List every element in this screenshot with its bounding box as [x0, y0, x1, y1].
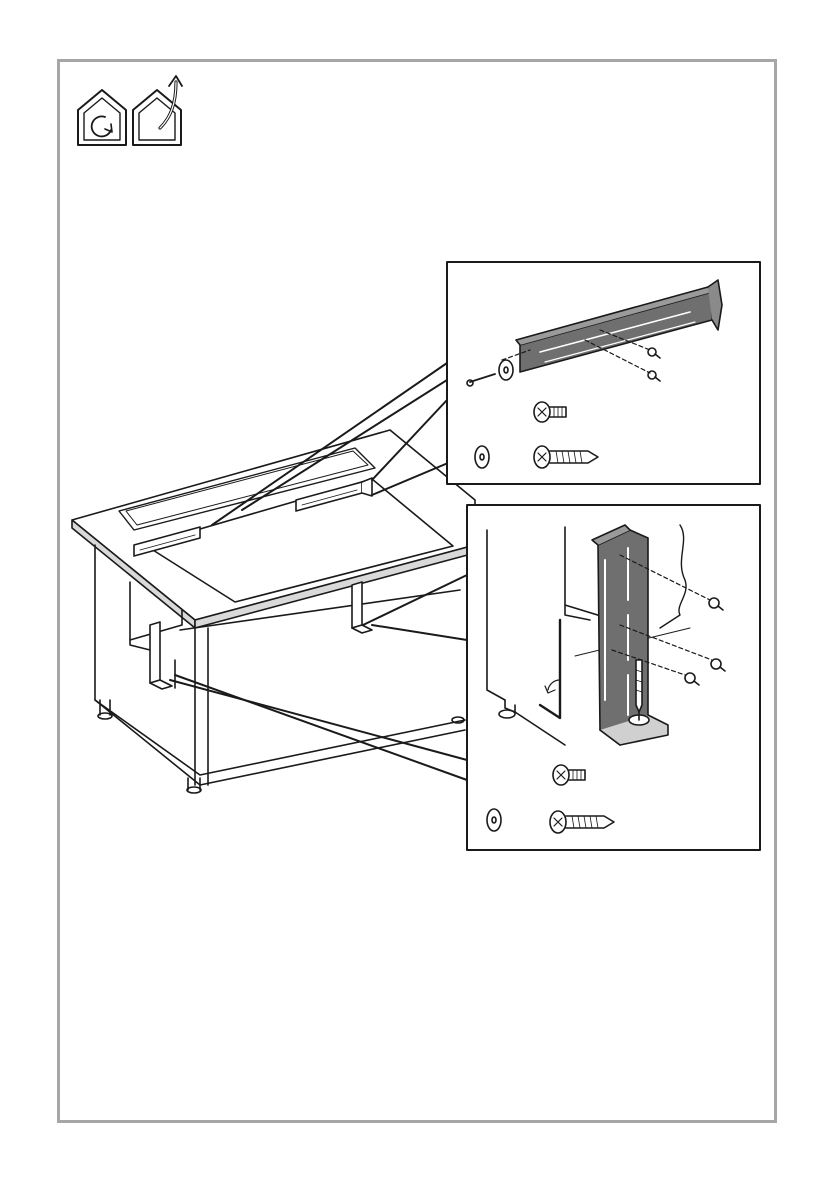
wall-plug-icon [487, 809, 501, 831]
extraction-mode-icon [133, 76, 182, 145]
vertical-bracket-right [352, 582, 372, 633]
wall-plug-icon [475, 446, 489, 468]
vertical-bracket-detail [467, 505, 760, 850]
recirculation-mode-icon [78, 90, 126, 145]
worktop-assembly [72, 430, 475, 628]
vertical-bracket-left [150, 622, 172, 689]
top-bracket-detail [447, 262, 760, 484]
